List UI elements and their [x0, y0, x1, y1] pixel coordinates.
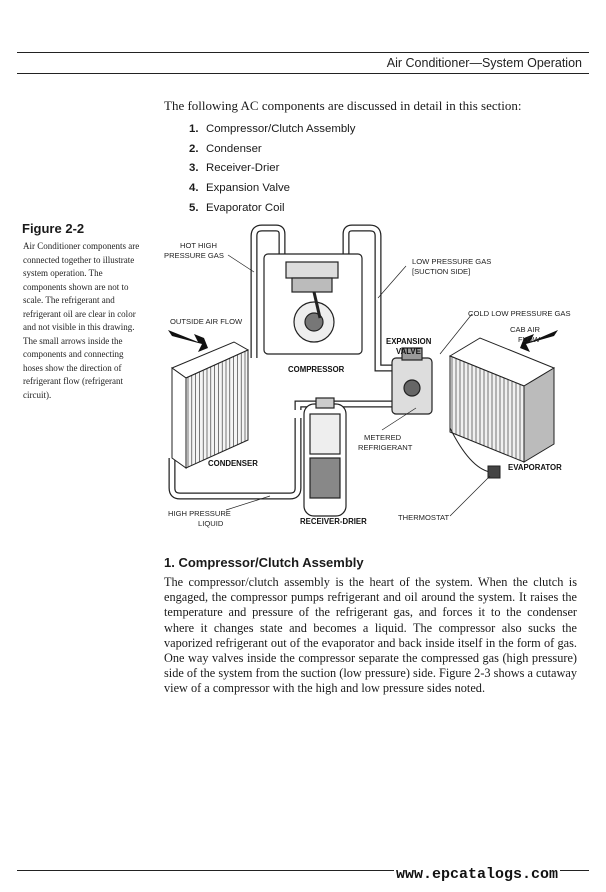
label-expansion: EXPANSION — [386, 337, 432, 346]
receiver-drier — [303, 397, 347, 517]
list-number: 5. — [189, 201, 199, 214]
header-bottom-rule — [17, 73, 589, 74]
cab-air-arrow — [520, 330, 558, 352]
list-item: 1. Compressor/Clutch Assembly — [189, 119, 355, 139]
expansion-valve — [391, 347, 433, 415]
running-head: Air Conditioner—System Operation — [386, 56, 582, 70]
label-hot-high-2: PRESSURE GAS — [164, 251, 224, 260]
section-body: The compressor/clutch assembly is the he… — [164, 575, 577, 696]
condenser — [170, 341, 250, 469]
outside-air-arrow — [168, 330, 208, 352]
label-outside-air: OUTSIDE AIR FLOW — [170, 317, 243, 326]
list-label: Expansion Valve — [206, 181, 291, 194]
list-item: 4. Expansion Valve — [189, 178, 355, 198]
footer-rule — [17, 870, 589, 871]
header-top-rule — [17, 52, 589, 53]
watermark: www.epcatalogs.com — [393, 866, 560, 883]
list-label: Receiver-Drier — [206, 162, 280, 175]
section-heading: 1. Compressor/Clutch Assembly — [164, 555, 364, 570]
thermostat — [449, 427, 501, 479]
label-liquid: LIQUID — [198, 519, 224, 528]
label-expansion-valve: VALVE — [396, 347, 421, 356]
list-number: 3. — [189, 162, 199, 175]
figure-label: Figure 2-2 — [22, 221, 85, 236]
list-item: 5. Evaporator Coil — [189, 198, 355, 218]
list-item: 2. Condenser — [189, 139, 355, 159]
label-metered-refrigerant: REFRIGERANT — [358, 443, 413, 452]
label-cab-air-flow: FLOW — [518, 335, 541, 344]
label-cold-low: COLD LOW PRESSURE GAS — [468, 309, 571, 318]
list-item: 3. Receiver-Drier — [189, 158, 355, 178]
list-label: Compressor/Clutch Assembly — [206, 122, 356, 135]
figure-caption: Air Conditioner components are connected… — [23, 241, 140, 400]
label-compressor: COMPRESSOR — [288, 365, 345, 374]
ac-system-diagram: HOT HIGH PRESSURE GAS LOW PRESSURE GAS [… — [164, 224, 571, 528]
label-receiver-drier: RECEIVER-DRIER — [300, 517, 367, 526]
list-number: 2. — [189, 142, 199, 155]
label-cab-air: CAB AIR — [510, 325, 540, 334]
label-hot-high: HOT HIGH — [180, 241, 217, 250]
list-number: 1. — [189, 122, 199, 135]
label-condenser: CONDENSER — [208, 459, 258, 468]
label-low-pressure: LOW PRESSURE GAS — [412, 257, 491, 266]
list-label: Evaporator Coil — [206, 201, 285, 214]
list-label: Condenser — [206, 142, 262, 155]
label-evaporator: EVAPORATOR — [508, 463, 562, 472]
evaporator — [448, 337, 556, 463]
compressor — [263, 253, 363, 355]
label-metered: METERED — [364, 433, 402, 442]
intro-text: The following AC components are discusse… — [164, 98, 522, 113]
label-suction-side: [SUCTION SIDE] — [412, 267, 470, 276]
label-high-pressure: HIGH PRESSURE — [168, 509, 231, 518]
label-thermostat: THERMOSTAT — [398, 513, 450, 522]
component-list: 1. Compressor/Clutch Assembly 2. Condenser… — [189, 119, 355, 217]
list-number: 4. — [189, 181, 199, 194]
